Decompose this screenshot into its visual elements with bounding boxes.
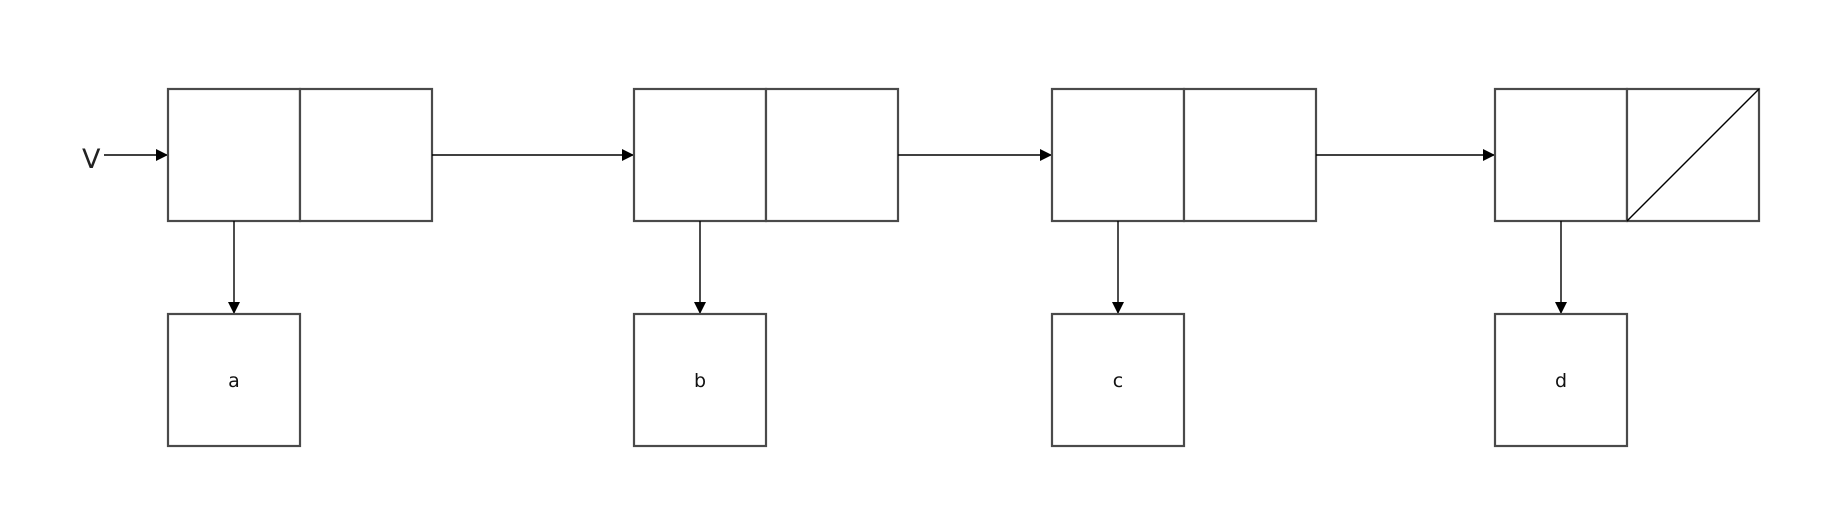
node-data-cell [632, 87, 768, 223]
element-box [632, 312, 768, 448]
node-next-cell [298, 87, 434, 223]
list-node: d [1493, 87, 1761, 448]
list-node: b [632, 87, 900, 448]
list-node: c [1050, 87, 1318, 448]
node-data-cell [1493, 87, 1629, 223]
head-pointer-label: V [82, 144, 101, 175]
node-next-cell [1182, 87, 1318, 223]
element-label: b [694, 370, 706, 392]
element-box [1493, 312, 1629, 448]
null-pointer-slash [1626, 88, 1760, 222]
node-next-cell [764, 87, 900, 223]
element-box [166, 312, 302, 448]
element-label: a [228, 370, 240, 392]
element-label: c [1113, 370, 1123, 392]
element-label: d [1555, 370, 1567, 392]
node-data-cell [166, 87, 302, 223]
node-data-cell [1050, 87, 1186, 223]
element-box [1050, 312, 1186, 448]
list-node: a [166, 87, 434, 448]
